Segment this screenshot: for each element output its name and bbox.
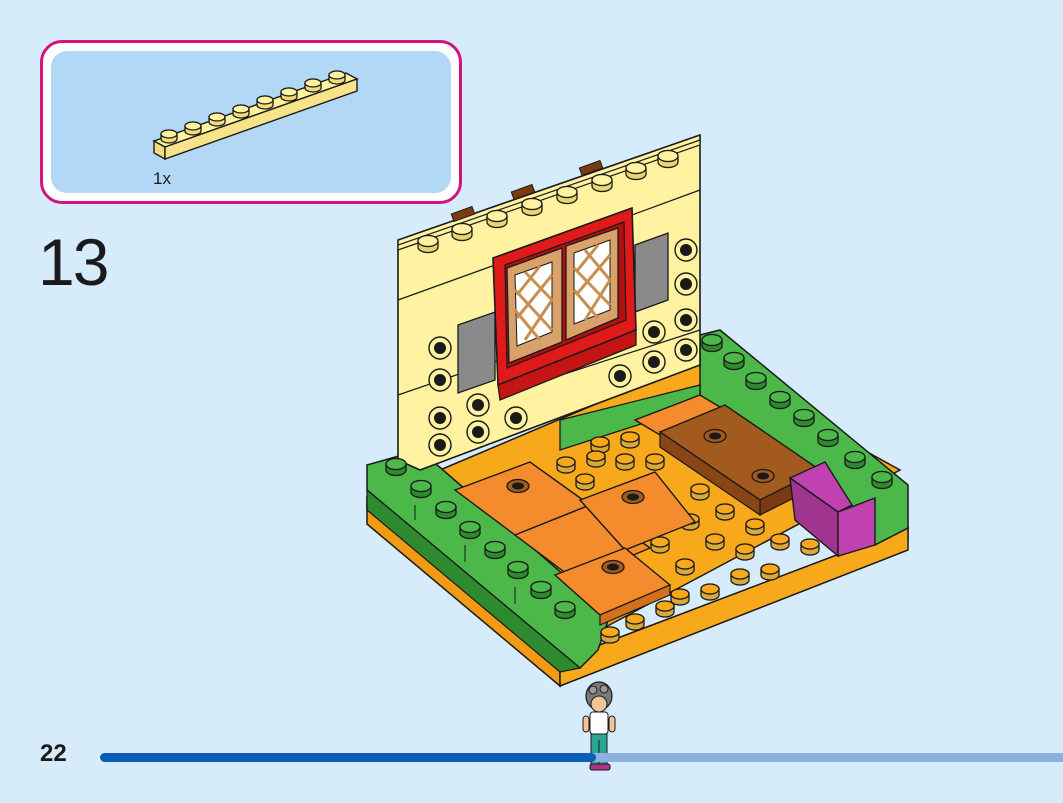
yellow-1x8-plate-icon xyxy=(51,51,359,161)
minifigure-icon xyxy=(582,681,616,771)
parts-callout-inner: 1x xyxy=(51,51,451,193)
part-quantity: 1x xyxy=(153,169,171,188)
page-number: 22 xyxy=(40,740,67,767)
step-number: 13 xyxy=(38,225,109,299)
progress-bar xyxy=(100,753,1063,762)
progress-bar-fill xyxy=(100,753,596,762)
parts-callout: 1x xyxy=(40,40,462,204)
